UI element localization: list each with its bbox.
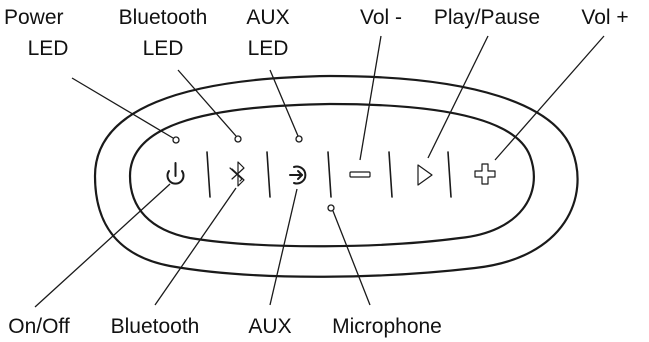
leader-bluetooth-led: [177, 69, 237, 137]
label-power-led-line2: LED: [28, 37, 69, 60]
label-power-led: Power: [4, 6, 64, 29]
speaker-body: [93, 74, 579, 278]
separator: [206, 151, 211, 198]
leader-on-off: [34, 183, 171, 308]
power-button[interactable]: [166, 162, 185, 185]
inner-panel-outline: [128, 102, 535, 248]
aux-input-icon: [289, 165, 307, 185]
label-play-pause: Play/Pause: [434, 6, 540, 29]
separator: [447, 151, 452, 198]
indicators: [172, 135, 335, 212]
leader-lines: [34, 35, 605, 308]
power-icon: [166, 162, 185, 185]
label-bluetooth-led: Bluetooth: [119, 6, 208, 29]
separator: [327, 151, 332, 198]
play-icon: [417, 164, 433, 186]
label-vol-plus: Vol +: [581, 6, 628, 29]
aux-led: [295, 135, 303, 143]
plus-icon: [474, 163, 496, 185]
label-aux-led-line2: LED: [248, 37, 289, 60]
label-aux-led: AUX: [246, 6, 289, 29]
label-bluetooth: Bluetooth: [111, 315, 200, 338]
label-vol-minus: Vol -: [360, 6, 402, 29]
leader-power-led: [71, 77, 174, 139]
label-microphone: Microphone: [332, 315, 442, 338]
leader-vol-plus: [494, 35, 605, 161]
bluetooth-icon: [229, 161, 245, 187]
play-pause-button[interactable]: [417, 164, 433, 186]
separator: [388, 151, 393, 198]
leader-vol-minus: [359, 35, 382, 161]
power-led: [172, 136, 180, 144]
aux-button[interactable]: [289, 165, 307, 185]
minus-icon: [349, 171, 371, 178]
bluetooth-button[interactable]: [229, 161, 245, 187]
volume-up-button[interactable]: [474, 163, 496, 185]
bluetooth-led: [234, 135, 242, 143]
microphone-hole: [327, 204, 335, 212]
label-aux: AUX: [248, 315, 291, 338]
volume-down-button[interactable]: [349, 171, 371, 178]
leader-play-pause: [427, 35, 489, 159]
callout-labels: Power LED Bluetooth LED AUX LED Vol - Pl…: [4, 6, 629, 338]
button-separators: [206, 151, 452, 198]
label-on-off: On/Off: [8, 315, 70, 338]
leader-aux-led: [269, 69, 299, 137]
leader-bluetooth: [154, 187, 237, 306]
outer-shell-outline: [93, 74, 579, 278]
leader-microphone: [332, 210, 371, 306]
separator: [266, 151, 271, 198]
label-bluetooth-led-line2: LED: [143, 37, 184, 60]
leader-aux: [269, 188, 298, 306]
